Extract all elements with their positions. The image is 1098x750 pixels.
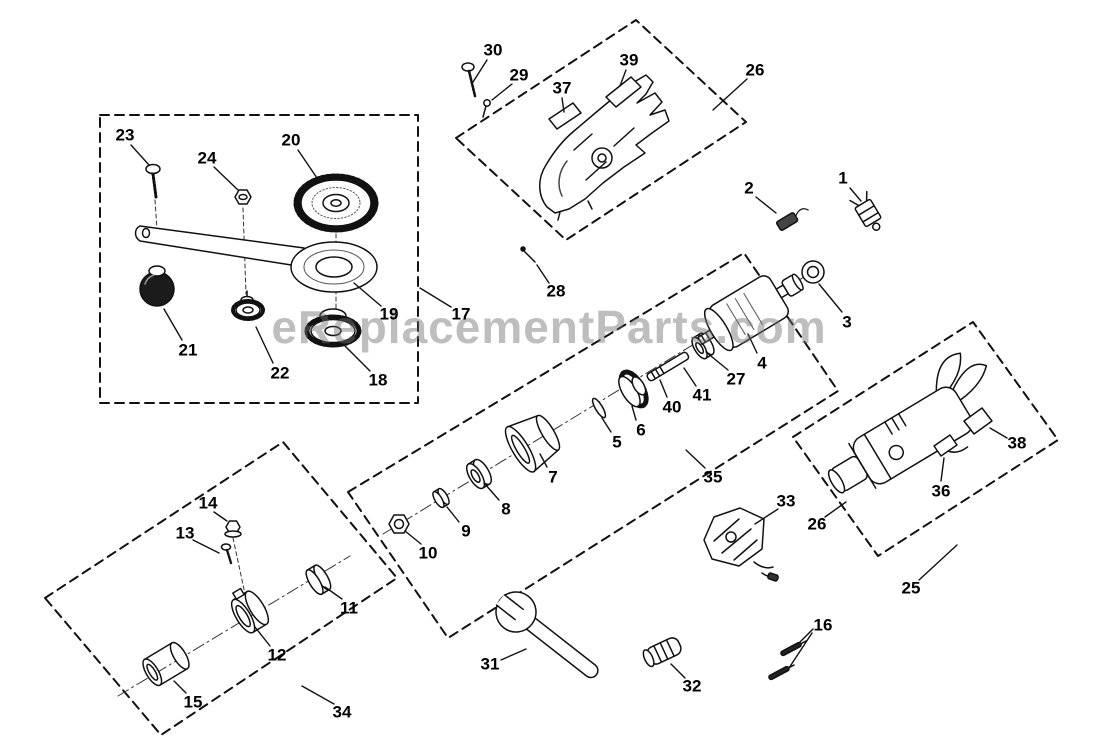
part-4-motor [697,273,804,352]
part-label-22: 22 [270,363,290,383]
part-label-39: 39 [619,50,639,70]
part-23-screw [145,163,161,199]
part-label-14: 14 [198,493,218,513]
part-12-collar [230,587,270,634]
part-24-nut [234,189,252,205]
part-housing [539,74,670,221]
leader-lines [130,59,1008,705]
part-10-nut [388,514,410,534]
part-32-bit [642,637,682,668]
group-box-motor [347,252,839,639]
part-label-38: 38 [1007,433,1027,453]
part-label-13: 13 [175,523,195,543]
part-label-23: 23 [115,125,135,145]
part-39-plate [605,76,642,108]
part-8-bearing [465,458,493,490]
part-13-screw [220,543,233,565]
part-label-24: 24 [197,148,217,168]
part-17-arm [134,225,378,293]
group-boxes [44,19,1059,736]
part-40-shaft [646,351,690,382]
part-label-5: 5 [612,432,622,452]
part-label-37: 37 [552,78,572,98]
part-label-31: 31 [480,654,500,674]
part-38-tag [963,407,993,435]
part-29-pin [482,99,491,118]
part-30-screw [461,62,477,98]
group-box-housing [455,19,747,241]
part-label-41: 41 [692,385,712,405]
part-label-10: 10 [418,543,438,563]
part-label-11: 11 [340,598,358,618]
part-label-12: 12 [267,645,287,665]
part-36-plate [933,434,958,457]
part-6-gear [618,369,649,409]
part-label-28: 28 [546,281,566,301]
part-22-bearing [231,290,265,321]
part-2-brush [775,208,809,231]
part-15-sleeve [142,641,190,687]
part-25-body [827,352,988,494]
group-box-nose [44,441,398,736]
part-label-32: 32 [682,676,702,696]
part-1-brush-holder [849,190,882,231]
part-label-17: 17 [451,304,471,324]
part-label-26: 26 [807,514,827,534]
part-label-30: 30 [483,40,503,60]
part-label-19: 19 [379,304,399,324]
part-label-40: 40 [662,397,682,417]
part-7-bell-housing [504,414,561,473]
part-label-9: 9 [461,521,471,541]
part-label-35: 35 [703,467,723,487]
part-18-gear [304,308,362,348]
part-label-2: 2 [744,178,754,198]
part-label-21: 21 [178,340,198,360]
group-box-gearbox [99,114,419,404]
part-label-8: 8 [501,499,511,519]
part-31-wrench [495,591,599,679]
part-3-ring [801,260,825,284]
group-box-body [792,321,1059,557]
part-label-20: 20 [281,130,301,150]
part-37-plate [548,102,582,130]
part-20-gear [293,173,379,233]
part-21-knob [139,265,175,307]
part-33-switch [703,507,779,582]
part-label-6: 6 [636,420,646,440]
part-label-27: 27 [726,369,746,389]
part-11-cap [305,564,332,596]
part-label-34: 34 [332,702,352,722]
part-label-29: 29 [509,65,529,85]
part-5-washer [591,397,607,419]
part-label-4: 4 [757,353,767,373]
part-14-nut [224,520,242,538]
part-label-3: 3 [842,312,852,332]
part-label-15: 15 [183,692,203,712]
part-label-1: 1 [838,168,848,188]
part-28-pin [520,246,536,263]
part-label-33: 33 [776,491,796,511]
part-label-16: 16 [813,615,833,635]
part-label-25: 25 [901,578,921,598]
part-label-18: 18 [368,370,388,390]
part-9-washer [432,487,450,509]
part-label-36: 36 [931,481,951,501]
part-label-26: 26 [745,60,765,80]
part-label-7: 7 [548,467,558,487]
